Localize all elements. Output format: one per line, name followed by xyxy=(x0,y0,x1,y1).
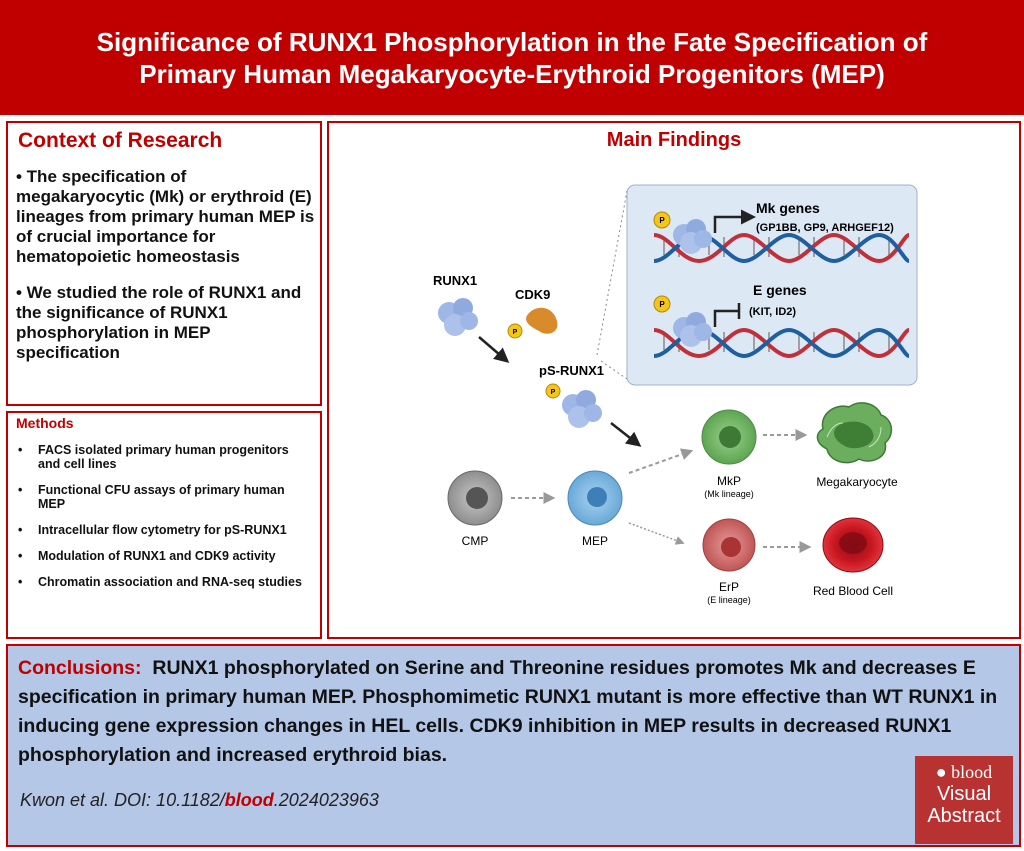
mep-label: MEP xyxy=(582,534,608,548)
megakaryocyte-label: Megakaryocyte xyxy=(816,475,898,489)
cdk9-label: CDK9 xyxy=(515,287,550,302)
badge-line-2: Visual xyxy=(936,783,992,805)
erp-cell-icon xyxy=(702,518,756,572)
context-bullet: • We studied the role of RUNX1 and the s… xyxy=(16,283,302,362)
blood-visual-abstract-badge: ● blood Visual Abstract xyxy=(915,756,1013,844)
method-item: Functional CFU assays of primary human M… xyxy=(16,483,312,511)
ps-runx1-protein-icon xyxy=(562,390,602,428)
context-panel: Context of Research • The specification … xyxy=(6,121,322,406)
mep-to-erp-arrow xyxy=(628,522,685,545)
findings-title: Main Findings xyxy=(606,129,742,151)
citation-suffix: .2024023963 xyxy=(273,790,379,810)
ps-runx1-on-dna-mk xyxy=(673,219,712,254)
conclusions-panel: Conclusions: RUNX1 phosphorylated on Ser… xyxy=(6,644,1021,847)
phosphorylation-arrow xyxy=(478,336,510,363)
phospho-label: P xyxy=(659,300,665,309)
zoom-line xyxy=(596,190,628,356)
megakaryocyte-icon xyxy=(816,402,893,464)
phospho-icon xyxy=(507,323,523,339)
runx1-protein-icon xyxy=(438,298,478,336)
runx1-label: RUNX1 xyxy=(433,273,477,288)
phospho-icon xyxy=(653,211,671,229)
citation-prefix: Kwon et al. DOI: 10.1182/ xyxy=(20,790,225,810)
cmp-cell-icon xyxy=(447,470,503,526)
ps-runx1-on-dna-e xyxy=(673,312,712,347)
inhibition-line xyxy=(713,309,739,327)
method-item: Intracellular flow cytometry for pS-RUNX… xyxy=(16,523,312,537)
phospho-label: P xyxy=(513,329,518,336)
method-item: FACS isolated primary human progenitors … xyxy=(16,443,312,471)
mk-genes-label: Mk genes xyxy=(756,200,820,216)
context-title: Context of Research xyxy=(18,129,223,152)
phospho-label: P xyxy=(551,389,556,396)
activation-arrow xyxy=(713,209,756,233)
e-genes-list: (KIT, ID2) xyxy=(749,306,796,318)
zoom-line xyxy=(600,360,628,380)
page-title-line-1: Significance of RUNX1 Phosphorylation in… xyxy=(96,26,928,57)
method-item: Chromatin association and RNA-seq studie… xyxy=(16,575,312,589)
phospho-icon xyxy=(653,295,671,313)
mkp-cell-icon xyxy=(701,409,757,465)
methods-title: Methods xyxy=(16,415,74,431)
methods-list: FACS isolated primary human progenitors … xyxy=(16,443,312,601)
e-genes-label: E genes xyxy=(753,282,807,298)
conclusions-text: RUNX1 phosphorylated on Serine and Threo… xyxy=(18,657,998,766)
phospho-label: P xyxy=(659,216,665,225)
red-blood-cell-icon xyxy=(822,517,884,573)
conclusions-lead: Conclusions: xyxy=(18,657,142,679)
ps-runx1-to-mep-arrow xyxy=(610,422,642,447)
context-bullet: • The specification of megakaryocytic (M… xyxy=(16,167,315,266)
cdk9-icon xyxy=(526,307,558,334)
ps-runx1-label: pS-RUNX1 xyxy=(539,363,604,378)
rbc-label: Red Blood Cell xyxy=(813,584,893,598)
cmp-label: CMP xyxy=(462,534,489,548)
blood-logo-icon: ● xyxy=(935,762,947,782)
badge-line-1: blood xyxy=(951,762,993,782)
mep-to-mkp-arrow xyxy=(628,448,694,474)
mkp-label: MkP xyxy=(717,474,741,488)
method-item: Modulation of RUNX1 and CDK9 activity xyxy=(16,549,312,563)
mep-cell-icon xyxy=(567,470,623,526)
erp-label: ErP xyxy=(719,580,739,594)
mkp-sublabel: (Mk lineage) xyxy=(704,489,754,499)
title-banner: Significance of RUNX1 Phosphorylation in… xyxy=(0,0,1024,115)
conclusions-text-block: Conclusions: RUNX1 phosphorylated on Ser… xyxy=(18,654,1013,770)
citation: Kwon et al. DOI: 10.1182/blood.202402396… xyxy=(20,790,379,811)
erp-sublabel: (E lineage) xyxy=(707,595,751,605)
context-bullets: • The specification of megakaryocytic (M… xyxy=(16,167,316,379)
citation-journal: blood xyxy=(224,790,274,810)
badge-logo-text: ● blood xyxy=(915,762,1013,783)
findings-diagram: P Mk genes (GP1BB, GP9, ARHGEF12) P E ge… xyxy=(433,184,918,605)
mk-genes-list: (GP1BB, GP9, ARHGEF12) xyxy=(756,222,894,234)
page-title-line-2: Primary Human Megakaryocyte-Erythroid Pr… xyxy=(139,58,885,89)
findings-panel: Main Findings xyxy=(327,121,1021,639)
methods-panel: Methods FACS isolated primary human prog… xyxy=(6,411,322,639)
phospho-icon xyxy=(545,383,561,399)
badge-line-3: Abstract xyxy=(927,805,1001,827)
